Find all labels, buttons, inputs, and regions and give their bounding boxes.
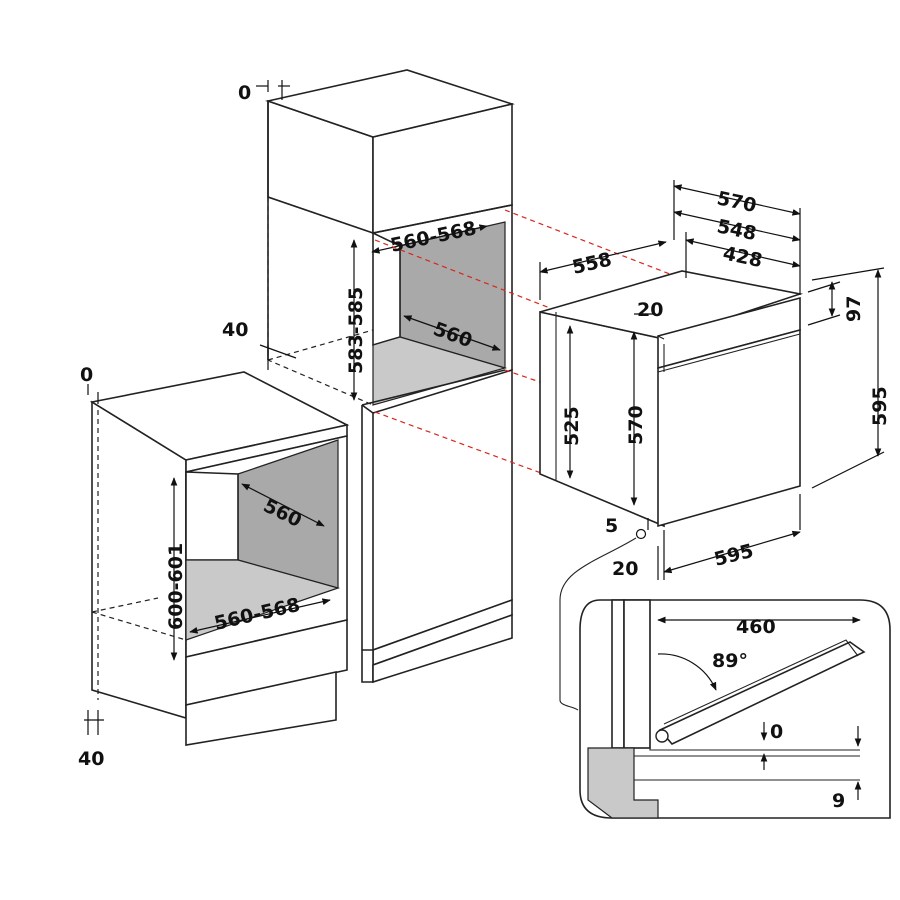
door-angle-label: 89° (712, 650, 748, 672)
oven-door-height-label: 570 (625, 405, 647, 445)
oven (539, 270, 804, 528)
tall-top-gap-label: 0 (238, 82, 251, 104)
oven-width-inner-label: 428 (721, 242, 764, 272)
oven-dimensions (539, 180, 885, 711)
tall-cabinet-top (265, 69, 515, 138)
detail-callout-leader (559, 537, 637, 711)
door-detail-floor-section (587, 747, 659, 819)
base-cabinet-plinth (185, 671, 337, 746)
oven-depth-label: 558 (570, 249, 614, 279)
oven-bottom-depth-label: 20 (612, 558, 638, 580)
tall-side-gap-label: 40 (222, 319, 248, 341)
oven-front-offset-label: 20 (637, 299, 663, 321)
door-clearance-top-label: 0 (770, 721, 783, 743)
tall-cabinet-plinth (372, 613, 513, 684)
detail-callout-marker (635, 528, 647, 540)
oven-bottom-offset-label: 5 (605, 515, 618, 537)
oven-width-mid-label: 548 (715, 215, 758, 245)
tall-cabinet-dimensions (256, 80, 501, 401)
tall-cabinet-niche-floor (372, 336, 508, 406)
oven-front-width-label: 595 (712, 540, 756, 571)
door-hinge (655, 729, 669, 743)
door-length-label: 460 (736, 616, 776, 638)
oven-total-height-label: 595 (869, 386, 891, 426)
base-top-gap-label: 0 (80, 364, 93, 386)
door-detail-open-door (658, 641, 866, 745)
door-clearance-bottom-label: 9 (832, 790, 845, 812)
base-cabinet-dimensions (84, 384, 331, 735)
door-detail-frame (579, 599, 891, 819)
oven-width-total-label: 570 (715, 187, 758, 217)
door-detail (579, 599, 891, 819)
base-cabinet (89, 371, 350, 746)
base-bottom-gap-label: 40 (78, 748, 104, 770)
tall-niche-height-label: 583-585 (345, 287, 367, 374)
oven-control-panel-height-label: 97 (843, 296, 865, 322)
oven-door (657, 328, 801, 528)
oven-body-height-label: 525 (561, 406, 583, 446)
base-niche-height-label: 600-601 (165, 543, 187, 630)
